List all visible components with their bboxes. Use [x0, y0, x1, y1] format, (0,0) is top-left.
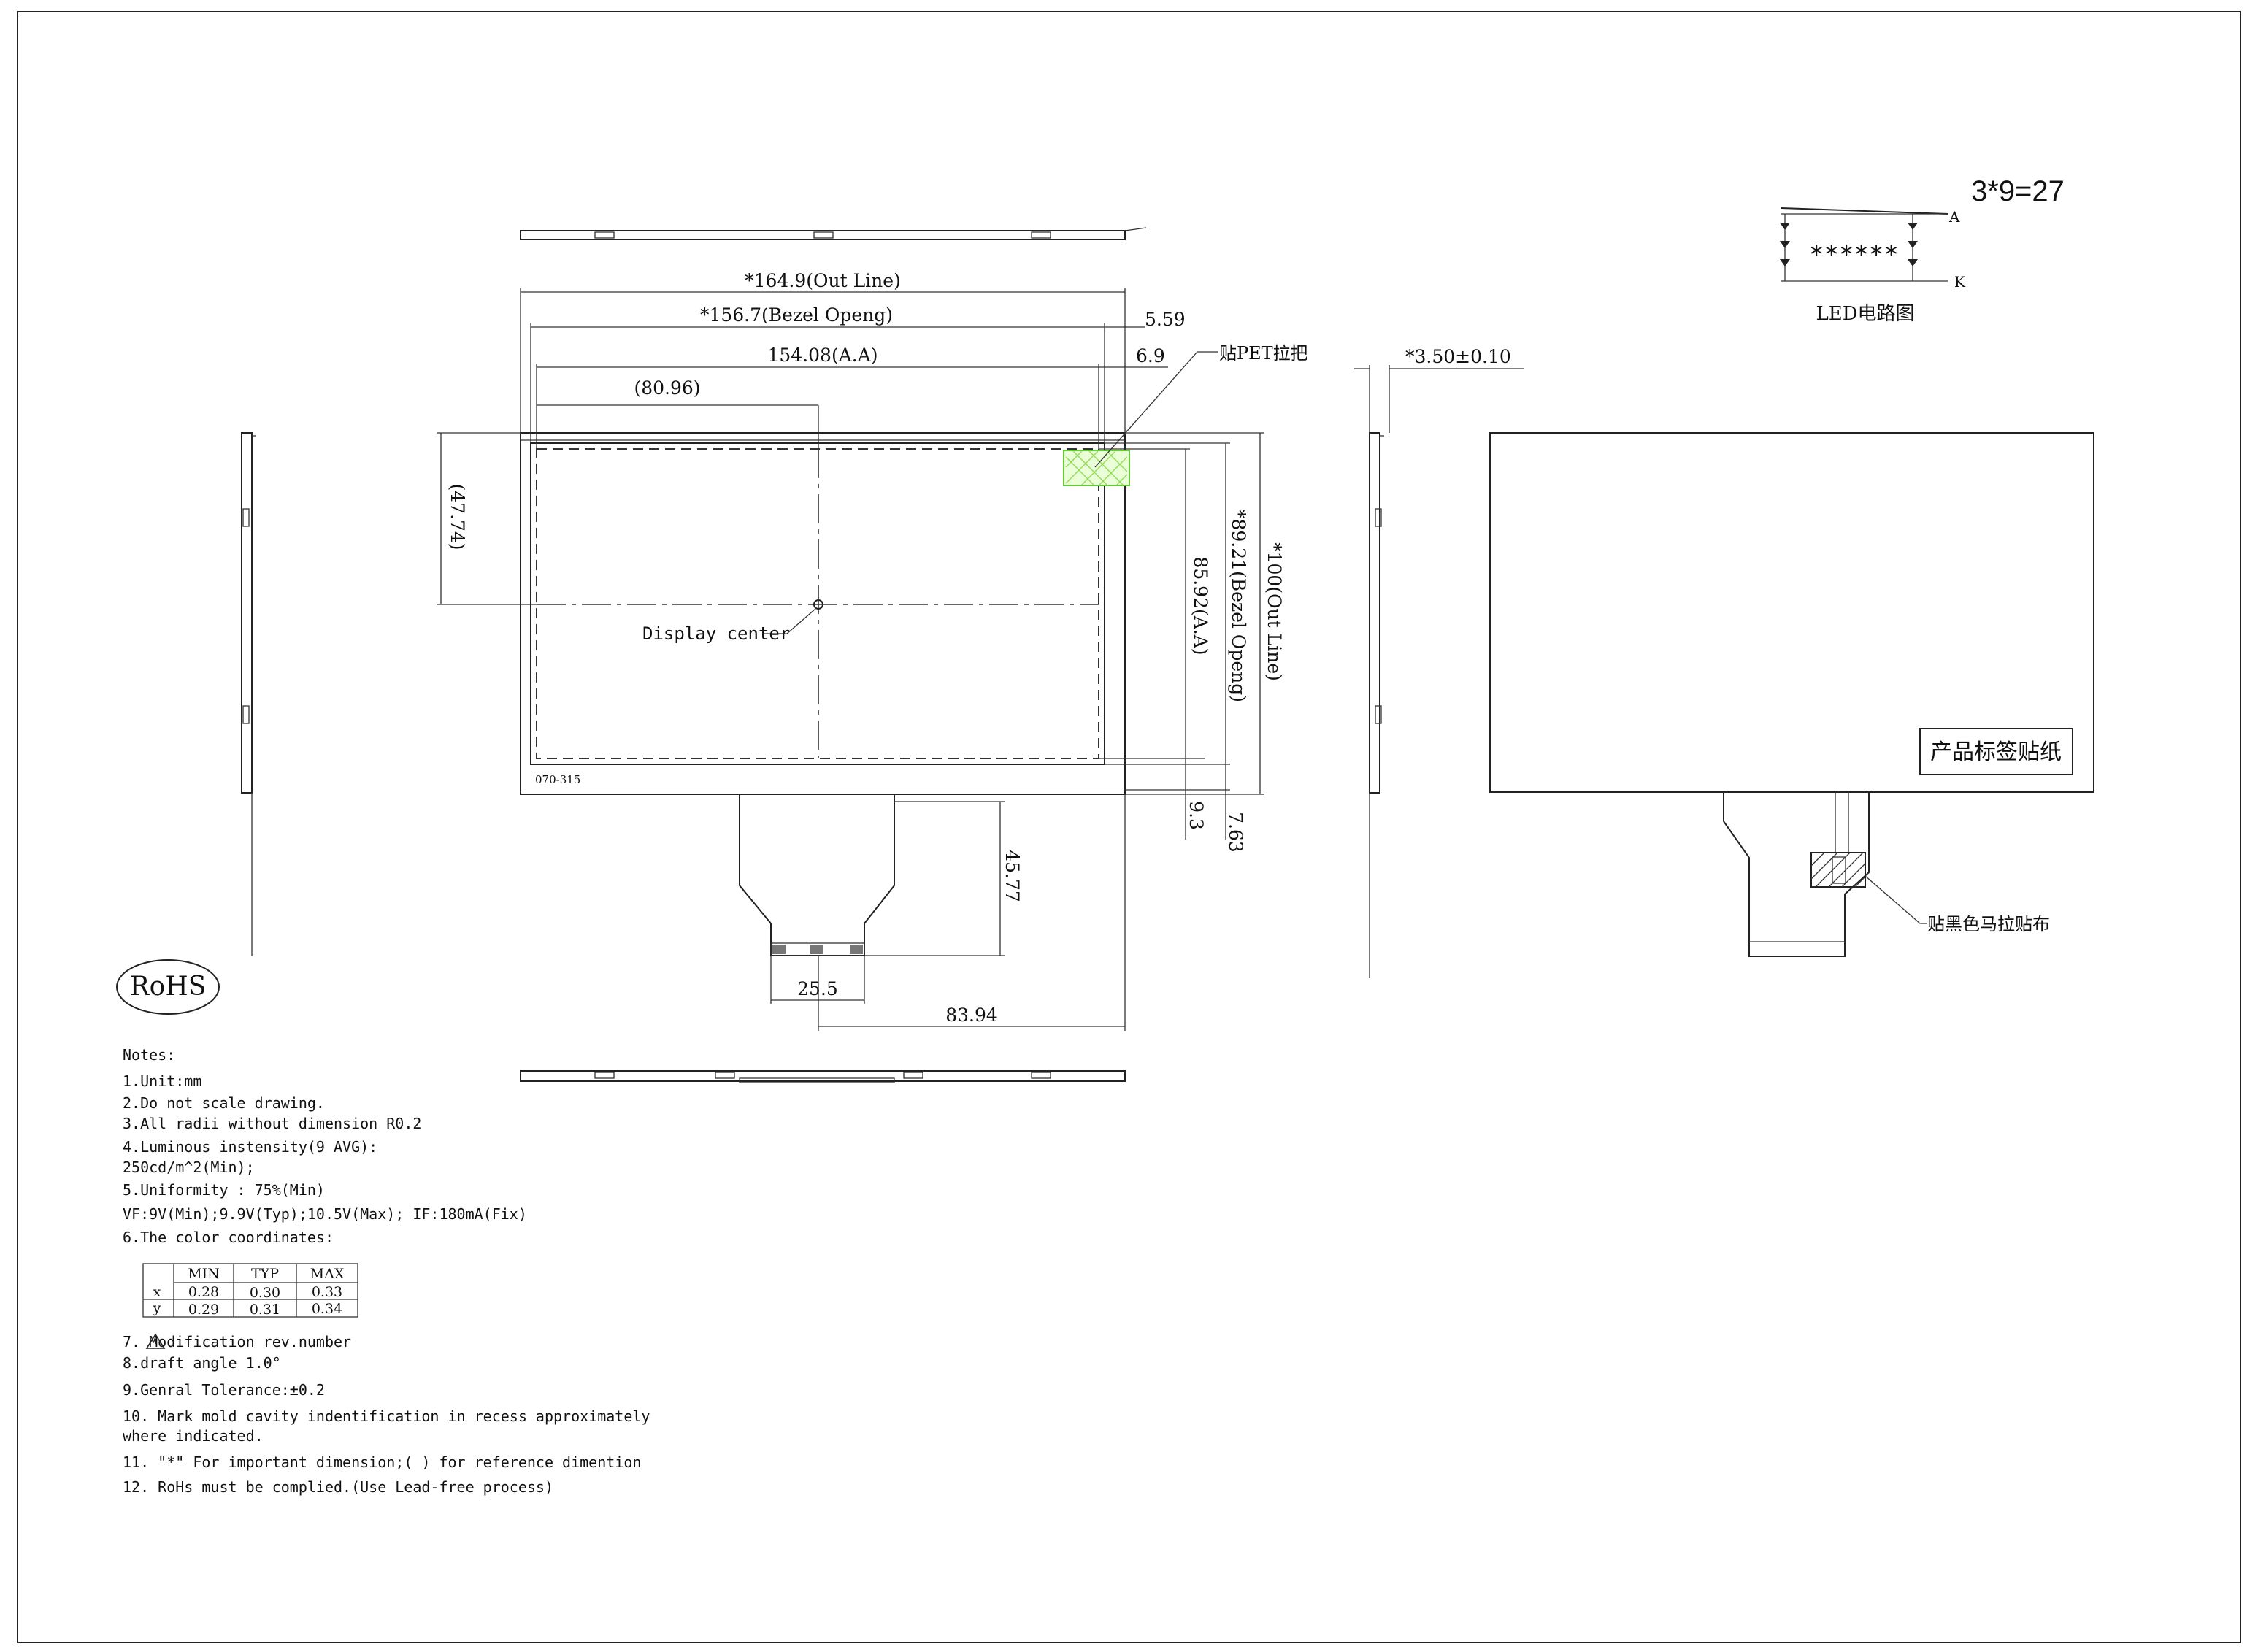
dim-center-x: (80.96) — [634, 377, 700, 399]
note-11: 11. "*" For important dimension;( ) for … — [123, 1453, 641, 1471]
table-cell-x-typ: 0.30 — [250, 1285, 280, 1301]
table-cell-y-label: y — [153, 1300, 161, 1316]
black-tape-label: 贴黑色马拉贴布 — [1927, 914, 2050, 934]
table-cell-y-max: 0.34 — [312, 1301, 342, 1317]
back-view: 产品标签贴纸 贴黑色马拉贴布 — [1489, 432, 2094, 957]
note-4a: 4.Luminous instensity(9 AVG): — [123, 1138, 377, 1156]
left-edge-view — [241, 432, 256, 956]
notes: Notes: 1.Unit:mm 2.Do not scale drawing.… — [123, 1046, 650, 1496]
dim-aa-height: 85.92(A.A) — [1190, 556, 1211, 655]
dim-thickness: *3.50±0.10 — [1405, 346, 1511, 367]
led-cathode: K — [1954, 273, 1966, 291]
dim-outline-width: *164.9(Out Line) — [745, 270, 901, 291]
dim-fpc-width: 25.5 — [797, 978, 838, 999]
dim-bezel-width: *156.7(Bezel Openg) — [700, 304, 893, 326]
table-cell-x-label: x — [153, 1284, 161, 1300]
warning-triangle-icon — [145, 1333, 166, 1349]
note-4b: 250cd/m^2(Min); — [123, 1159, 255, 1176]
rohs-mark: RoHS — [116, 959, 220, 1015]
notes-title: Notes: — [123, 1046, 175, 1064]
note-5a: 5.Uniformity : 75%(Min) — [123, 1181, 325, 1199]
note-12: 12. RoHs must be complied.(Use Lead-free… — [123, 1478, 553, 1496]
table-cell-x-max: 0.33 — [312, 1284, 342, 1300]
dim-offset-right-1: 5.59 — [1145, 309, 1186, 330]
note-2: 2.Do not scale drawing. — [123, 1094, 325, 1112]
side-view: *3.50±0.10 — [1354, 346, 1524, 978]
led-formula: 3*9=27 — [1971, 175, 2065, 207]
front-view: 070-315 Display center — [520, 432, 1130, 956]
led-anode: A — [1948, 208, 1960, 226]
dim-bezel-height: *89.21(Bezel Openg) — [1228, 510, 1249, 702]
table-header-max: MAX — [310, 1266, 345, 1282]
bezel-opening — [530, 442, 1105, 765]
led-caption: LED电路图 — [1816, 303, 1914, 325]
note-8: 8.draft angle 1.0° — [123, 1354, 281, 1372]
rohs-text: RoHS — [130, 972, 207, 1002]
table-cell-x-min: 0.28 — [188, 1284, 219, 1300]
sheet-border — [17, 11, 2241, 1643]
table-header-min: MIN — [188, 1266, 220, 1282]
front-dimensions: *164.9(Out Line) *156.7(Bezel Openg) 5.5… — [437, 270, 1308, 1031]
note-1: 1.Unit:mm — [123, 1072, 201, 1090]
dim-fpc-offset: 83.94 — [945, 1004, 998, 1026]
dim-offset-right-2: 6.9 — [1136, 345, 1165, 366]
dim-aa-width: 154.08(A.A) — [767, 345, 878, 366]
top-edge-view — [520, 227, 1147, 240]
note-9: 9.Genral Tolerance:±0.2 — [123, 1381, 325, 1399]
model-code: 070-315 — [535, 773, 580, 786]
note-10b: where indicated. — [123, 1427, 264, 1445]
dim-outline-height: *100(Out Line) — [1264, 542, 1285, 681]
table-cell-y-typ: 0.31 — [250, 1302, 280, 1318]
table-header-typ: TYP — [251, 1266, 279, 1282]
dim-center-y: (47.74) — [447, 483, 468, 550]
dim-fpc-length: 45.77 — [1002, 850, 1023, 902]
note-5b: VF:9V(Min);9.9V(Typ);10.5V(Max); IF:180m… — [123, 1205, 527, 1223]
note-10a: 10. Mark mold cavity indentification in … — [123, 1407, 650, 1425]
note-6: 6.The color coordinates: — [123, 1229, 334, 1246]
color-table: MIN TYP MAX x 0.28 0.30 0.33 y 0.29 0.31… — [142, 1263, 358, 1318]
panel-outline — [520, 432, 1126, 795]
fpc-tail — [739, 794, 895, 956]
active-area — [536, 448, 1099, 759]
dim-bottom-2: 7.63 — [1225, 812, 1246, 853]
dim-bottom-1: 9.3 — [1186, 801, 1207, 830]
led-circuit: 3*9=27 A K ****** LED电路图 — [1780, 175, 2065, 325]
table-cell-y-min: 0.29 — [188, 1302, 219, 1318]
note-3: 3.All radii without dimension R0.2 — [123, 1115, 421, 1132]
display-center-label: Display center — [642, 623, 790, 644]
pet-tab — [1063, 450, 1130, 486]
product-label: 产品标签贴纸 — [1930, 739, 2062, 765]
bottom-edge-view — [520, 1070, 1126, 1083]
pet-tab-label: 贴PET拉把 — [1219, 343, 1308, 364]
product-label-box — [1919, 728, 2073, 775]
black-tape — [1810, 852, 1866, 888]
led-stars: ****** — [1809, 240, 1899, 269]
